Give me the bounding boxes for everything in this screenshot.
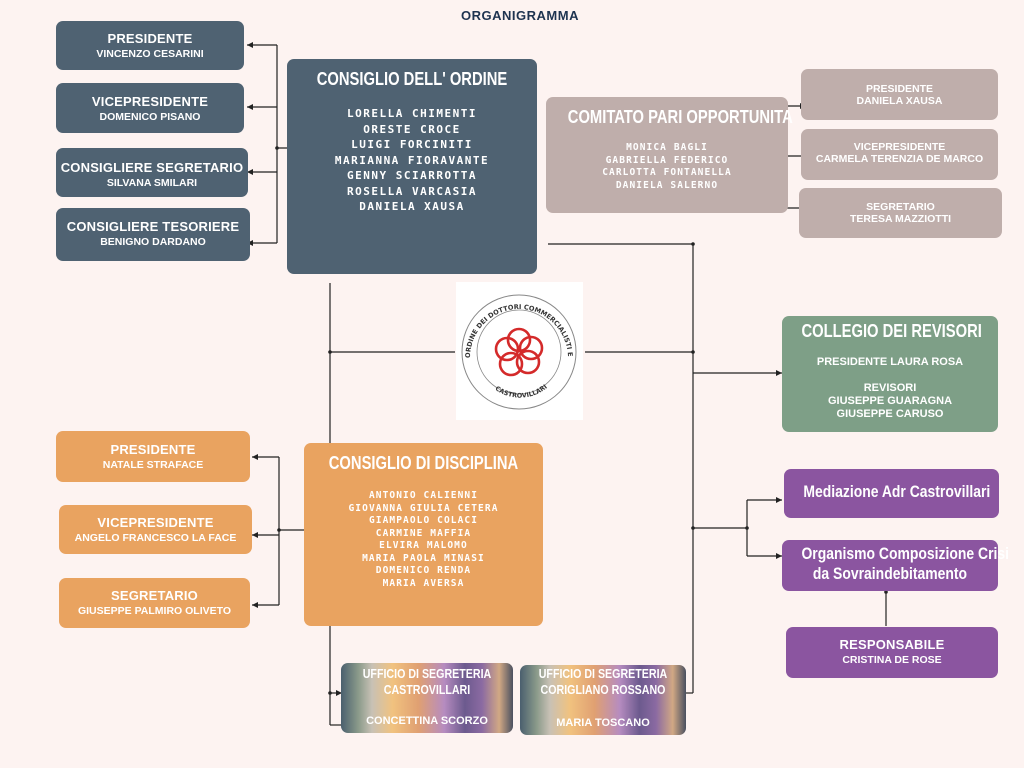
member: DANIELA SALERNO bbox=[615, 179, 719, 191]
member: MARIA PAOLA MINASI bbox=[362, 552, 485, 564]
organismo-title-line1: Organismo Composizione Crisi bbox=[801, 544, 1010, 563]
role-title: VICEPRESIDENTE bbox=[853, 141, 946, 153]
role-title: SEGRETARIO bbox=[111, 588, 198, 603]
role-title: PRESIDENTE bbox=[865, 83, 934, 95]
revisori-label: REVISORI bbox=[863, 382, 917, 394]
ufficio-title-line2: CORIGLIANO ROSSANO bbox=[540, 682, 666, 697]
comitato-members: MONICA BAGLI GABRIELLA FEDERICO CARLOTTA… bbox=[546, 142, 788, 192]
ordine-role-tesoriere: CONSIGLIERE TESORIERE BENIGNO DARDANO bbox=[56, 208, 250, 261]
role-name: NATALE STRAFACE bbox=[102, 459, 204, 471]
disciplina-role-vicepresidente: VICEPRESIDENTE ANGELO FRANCESCO LA FACE bbox=[59, 505, 252, 554]
mediazione-title: Mediazione Adr Castrovillari bbox=[803, 482, 991, 501]
member: ELVIRA MALOMO bbox=[379, 540, 468, 551]
member: LUIGI FORCINITI bbox=[351, 138, 473, 151]
comitato-title: COMITATO PARI OPPORTUNITA bbox=[567, 107, 793, 127]
role-title: PRESIDENTE bbox=[110, 442, 196, 457]
disciplina-box: CONSIGLIO DI DISCIPLINA ANTONIO CALIENNI… bbox=[304, 443, 543, 626]
role-title: PRESIDENTE bbox=[107, 31, 193, 46]
member: LORELLA CHIMENTI bbox=[347, 107, 477, 120]
ufficio-name: MARIA TOSCANO bbox=[556, 717, 650, 729]
role-title: VICEPRESIDENTE bbox=[91, 94, 209, 109]
member: DOMENICO RENDA bbox=[375, 565, 472, 576]
member: DANIELA XAUSA bbox=[359, 200, 465, 213]
role-name: TERESA MAZZIOTTI bbox=[849, 213, 952, 225]
role-name: VINCENZO CESARINI bbox=[96, 48, 204, 60]
consiglio-ordine-title: CONSIGLIO DELL' ORDINE bbox=[316, 69, 508, 89]
revisori-box: COLLEGIO DEI REVISORI PRESIDENTE LAURA R… bbox=[782, 316, 998, 432]
comitato-box: COMITATO PARI OPPORTUNITA MONICA BAGLI G… bbox=[546, 97, 793, 213]
ordine-role-presidente: PRESIDENTE VINCENZO CESARINI bbox=[56, 21, 244, 70]
member: CARLOTTA FONTANELLA bbox=[602, 167, 732, 178]
role-title: VICEPRESIDENTE bbox=[97, 515, 214, 530]
revisori-member: GIUSEPPE GUARAGNA bbox=[827, 395, 953, 407]
member: GABRIELLA FEDERICO bbox=[605, 154, 729, 166]
page-title: ORGANIGRAMMA bbox=[461, 8, 579, 23]
disciplina-title: CONSIGLIO DI DISCIPLINA bbox=[328, 453, 519, 473]
role-name: DOMENICO PISANO bbox=[99, 111, 201, 123]
ordine-role-vicepresidente: VICEPRESIDENTE DOMENICO PISANO bbox=[56, 83, 244, 133]
disciplina-members: ANTONIO CALIENNI GIOVANNA GIULIA CETERA … bbox=[304, 490, 543, 590]
member: MARIANNA FIORAVANTE bbox=[334, 153, 490, 167]
ufficio-title-line1: UFFICIO DI SEGRETERIA bbox=[362, 666, 492, 681]
responsabile-name: CRISTINA DE ROSE bbox=[842, 654, 942, 666]
organismo-box: Organismo Composizione Crisi da Sovraind… bbox=[782, 540, 1010, 591]
member: CARMINE MAFFIA bbox=[375, 527, 472, 539]
comitato-role-vicepresidente: VICEPRESIDENTE CARMELA TERENZIA DE MARCO bbox=[801, 129, 998, 180]
role-title: SEGRETARIO bbox=[866, 201, 935, 213]
member: GIOVANNA GIULIA CETERA bbox=[348, 502, 499, 514]
disciplina-role-presidente: PRESIDENTE NATALE STRAFACE bbox=[56, 431, 250, 482]
organismo-title-line2: da Sovraindebitamento bbox=[812, 564, 968, 583]
role-name: GIUSEPPE PALMIRO OLIVETO bbox=[77, 605, 232, 617]
role-title: CONSIGLIERE SEGRETARIO bbox=[60, 160, 244, 175]
order-logo-emblem: ORDINE DEI DOTTORI COMMERCIALISTI E DEGL… bbox=[453, 276, 577, 410]
consiglio-ordine-box: CONSIGLIO DELL' ORDINE LORELLA CHIMENTI … bbox=[287, 59, 537, 274]
role-name: CARMELA TERENZIA DE MARCO bbox=[815, 153, 984, 165]
ordine-role-segretario: CONSIGLIERE SEGRETARIO SILVANA SMILARI bbox=[56, 148, 248, 197]
member: MARIA AVERSA bbox=[382, 577, 465, 589]
role-name: ANGELO FRANCESCO LA FACE bbox=[74, 532, 237, 544]
responsabile-box: RESPONSABILE CRISTINA DE ROSE bbox=[786, 627, 998, 678]
ufficio-name: CONCETTINA SCORZO bbox=[366, 715, 488, 727]
ufficio-corigliano-box: UFFICIO DI SEGRETERIA CORIGLIANO ROSSANO… bbox=[520, 665, 686, 735]
role-title: CONSIGLIERE TESORIERE bbox=[66, 219, 240, 234]
member: ROSELLA VARCASIA bbox=[347, 184, 477, 198]
comitato-role-segretario: SEGRETARIO TERESA MAZZIOTTI bbox=[799, 188, 1002, 238]
consiglio-ordine-members: LORELLA CHIMENTI ORESTE CROCE LUIGI FORC… bbox=[287, 106, 537, 215]
role-name: BENIGNO DARDANO bbox=[100, 236, 206, 248]
member: GIAMPAOLO COLACI bbox=[368, 515, 479, 526]
comitato-role-presidente: PRESIDENTE DANIELA XAUSA bbox=[801, 69, 998, 120]
logo-city: CASTROVILLARI bbox=[494, 383, 549, 400]
ufficio-title-line2: CASTROVILLARI bbox=[383, 682, 471, 697]
role-name: SILVANA SMILARI bbox=[106, 177, 198, 189]
revisori-title: COLLEGIO DEI REVISORI bbox=[801, 321, 982, 341]
role-name: DANIELA XAUSA bbox=[856, 95, 943, 107]
revisori-president: PRESIDENTE LAURA ROSA bbox=[816, 356, 964, 368]
revisori-member: GIUSEPPE CARUSO bbox=[836, 408, 944, 420]
member: ANTONIO CALIENNI bbox=[368, 490, 479, 501]
mediazione-box: Mediazione Adr Castrovillari bbox=[784, 469, 999, 518]
member: ORESTE CROCE bbox=[363, 122, 461, 136]
ufficio-castrovillari-box: UFFICIO DI SEGRETERIA CASTROVILLARI CONC… bbox=[341, 663, 513, 733]
order-logo: ORDINE DEI DOTTORI COMMERCIALISTI E DEGL… bbox=[453, 276, 583, 420]
ufficio-title-line1: UFFICIO DI SEGRETERIA bbox=[538, 666, 668, 681]
member: MONICA BAGLI bbox=[626, 142, 708, 153]
member: GENNY SCIARROTTA bbox=[347, 169, 477, 182]
logo-arc-text: ORDINE DEI DOTTORI COMMERCIALISTI E DEGL… bbox=[456, 282, 574, 359]
responsabile-role: RESPONSABILE bbox=[839, 637, 945, 652]
disciplina-role-segretario: SEGRETARIO GIUSEPPE PALMIRO OLIVETO bbox=[59, 578, 250, 628]
